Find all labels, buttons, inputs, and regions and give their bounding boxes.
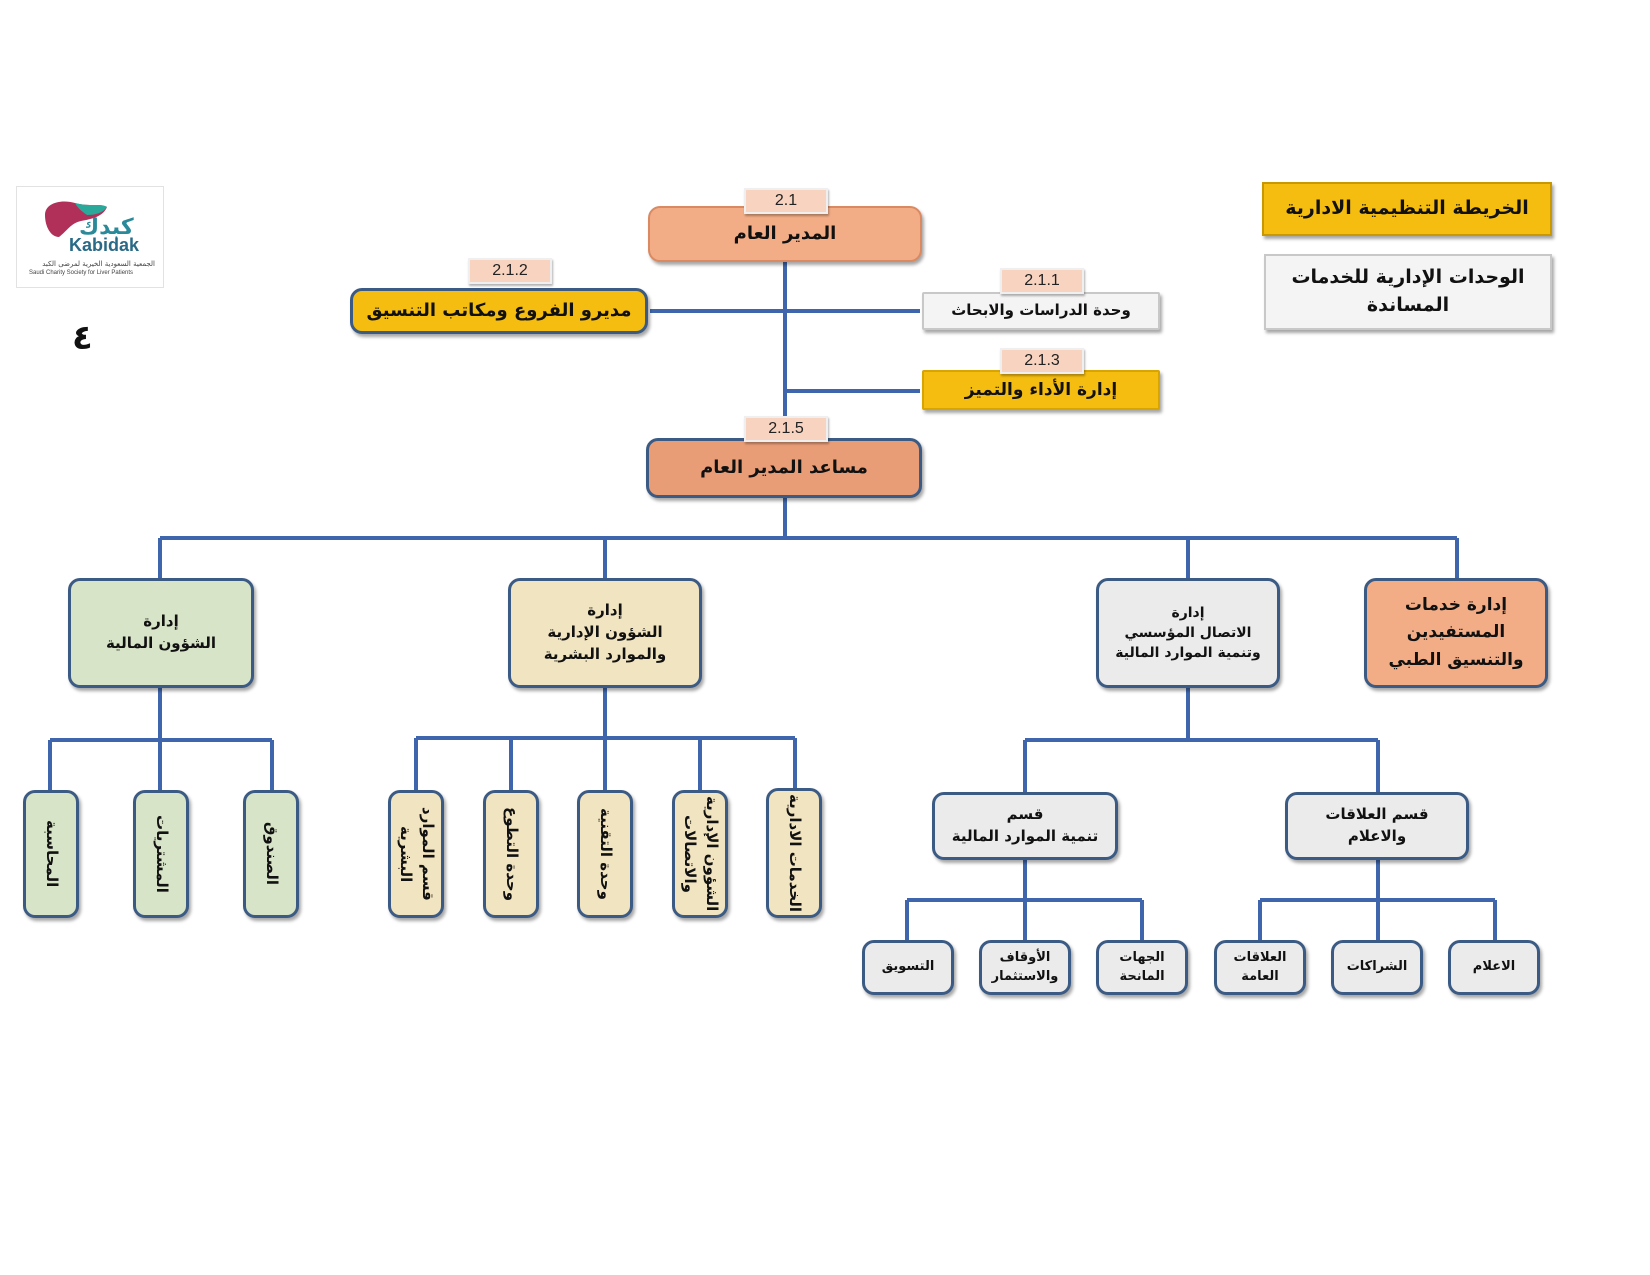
node-communication-dept: إدارة الاتصال المؤسسي وتنمية الموارد الم… (1096, 578, 1280, 688)
node-label: الخدمات الادارية (785, 794, 804, 912)
node-label: مساعد المدير العام (700, 456, 868, 478)
node-label: الأوقاف والاستثمار (991, 949, 1059, 984)
liver-logo-icon (45, 201, 107, 237)
node-accounting: المحاسبة (23, 790, 79, 918)
node-media: الاعلام (1448, 940, 1540, 995)
node-admin-affairs: الشؤون الإدارية والاتصالات (672, 790, 728, 918)
node-label: وحدة التقنية (596, 808, 615, 900)
chart-title: الخريطة التنظيمية الادارية (1262, 182, 1552, 236)
node-general-manager: المدير العام (648, 206, 922, 262)
node-label: التسويق (881, 959, 935, 975)
kabidak-logo: كبدك Kabidak الجمعية السعودية الخيرية لم… (16, 186, 164, 288)
node-label: الاعلام (1472, 959, 1516, 975)
node-label: الصندوق (262, 822, 281, 886)
logo-latin-name: Kabidak (69, 235, 140, 255)
node-branch-managers: مديرو الفروع ومكاتب التنسيق (350, 288, 648, 334)
node-label: مديرو الفروع ومكاتب التنسيق (366, 299, 632, 321)
node-label: الشراكات (1346, 959, 1408, 975)
node-hr-section: قسم الموارد البشرية (388, 790, 444, 918)
node-purchases: المشتريات (133, 790, 189, 918)
node-tech-unit: وحدة التقنية (577, 790, 633, 918)
page-number: ٤ (72, 318, 93, 358)
logo-arabic-name: كبدك (79, 215, 134, 240)
node-label: إدارة الأداء والتميز (964, 379, 1118, 400)
node-label: قسم تنمية الموارد المالية (951, 805, 1099, 845)
node-fin-dev-section: قسم تنمية الموارد المالية (932, 792, 1118, 860)
node-label: قسم الموارد البشرية (397, 807, 437, 901)
node-label: إدارة الاتصال المؤسسي وتنمية الموارد الم… (1115, 604, 1261, 662)
node-label: الشؤون الإدارية والاتصالات (681, 796, 721, 912)
node-fund: الصندوق (243, 790, 299, 918)
node-label: وحدة التطوع (502, 806, 521, 902)
node-label: المحاسبة (42, 820, 61, 888)
node-label: إدارة الشؤون الإدارية والموارد البشرية (543, 601, 667, 663)
node-performance-dept: إدارة الأداء والتميز (922, 370, 1160, 410)
node-label: قسم العلاقات والاعلام (1325, 805, 1429, 845)
node-public-relations: العلاقات العامة (1214, 940, 1306, 995)
node-assistant-gm: مساعد المدير العام (646, 438, 922, 498)
node-admin-services: الخدمات الادارية (766, 788, 822, 918)
node-label: إدارة خدمات المستفيدين والتنسيق الطبي (1388, 595, 1524, 670)
node-label: العلاقات العامة (1233, 949, 1287, 984)
node-finance-dept: إدارة الشؤون المالية (68, 578, 254, 688)
node-partnerships: الشراكات (1331, 940, 1423, 995)
logo-english-tagline: Saudi Charity Society for Liver Patients (29, 270, 134, 276)
node-awqaf: الأوقاف والاستثمار (979, 940, 1071, 995)
logo-arabic-tagline: الجمعية السعودية الخيرية لمرضى الكبد (42, 260, 155, 268)
node-code: 2.1.5 (744, 416, 828, 442)
node-code: 2.1.3 (1000, 348, 1084, 374)
node-volunteer-unit: وحدة التطوع (483, 790, 539, 918)
chart-subtitle: الوحدات الإدارية للخدمات المساندة (1264, 254, 1552, 330)
node-beneficiaries-dept: إدارة خدمات المستفيدين والتنسيق الطبي (1364, 578, 1548, 688)
node-hr-dept: إدارة الشؤون الإدارية والموارد البشرية (508, 578, 702, 688)
node-label: المدير العام (733, 222, 837, 244)
node-label: إدارة الشؤون المالية (105, 612, 217, 652)
chart-subtitle-text: الوحدات الإدارية للخدمات المساندة (1291, 266, 1525, 316)
node-code: 2.1.1 (1000, 268, 1084, 294)
node-code: 2.1 (744, 188, 828, 214)
node-code: 2.1.2 (468, 258, 552, 284)
node-label: وحدة الدراسات والابحاث (951, 301, 1131, 320)
node-studies-unit: وحدة الدراسات والابحاث (922, 292, 1160, 330)
node-marketing: التسويق (862, 940, 954, 995)
node-label: المشتريات (152, 815, 171, 893)
node-donors: الجهات المانحة (1096, 940, 1188, 995)
chart-title-text: الخريطة التنظيمية الادارية (1285, 197, 1529, 220)
node-label: الجهات المانحة (1119, 949, 1165, 984)
node-relations-section: قسم العلاقات والاعلام (1285, 792, 1469, 860)
